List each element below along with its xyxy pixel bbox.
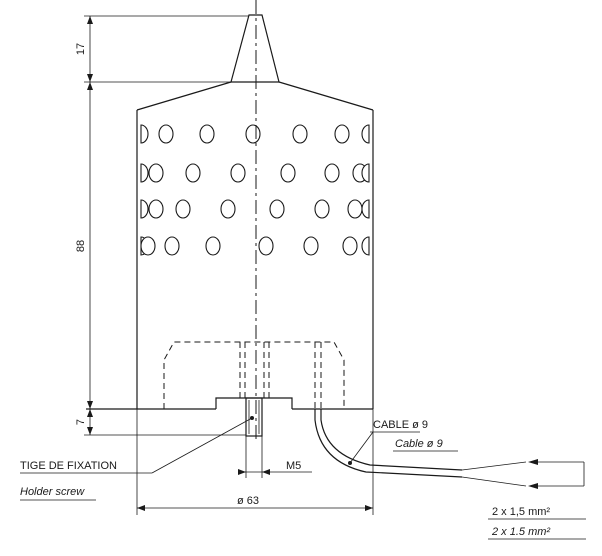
leader-lines <box>20 417 458 474</box>
vent-holes <box>140 124 370 256</box>
hidden-lines <box>163 341 345 409</box>
wires-label-en: 2 x 1.5 mm² <box>491 526 550 538</box>
cable-label-en: Cable ø 9 <box>395 438 443 450</box>
dim-88-label: 88 <box>75 240 87 252</box>
dim-diameter-label: ø 63 <box>237 495 259 507</box>
housing-outline <box>86 14 374 410</box>
dim-m5-label: M5 <box>286 460 301 472</box>
holder-label-fr: TIGE DE FIXATION <box>20 460 117 472</box>
dim-7-label: 7 <box>75 419 87 425</box>
holder-label-en: Holder screw <box>20 486 85 498</box>
wires-label-fr: 2 x 1,5 mm² <box>492 506 550 518</box>
cable-label-fr: CABLE ø 9 <box>373 419 428 431</box>
dimension-lines <box>84 15 585 515</box>
dim-17-label: 17 <box>75 43 87 55</box>
holder-screw <box>245 397 263 437</box>
conical-tip <box>230 14 280 83</box>
